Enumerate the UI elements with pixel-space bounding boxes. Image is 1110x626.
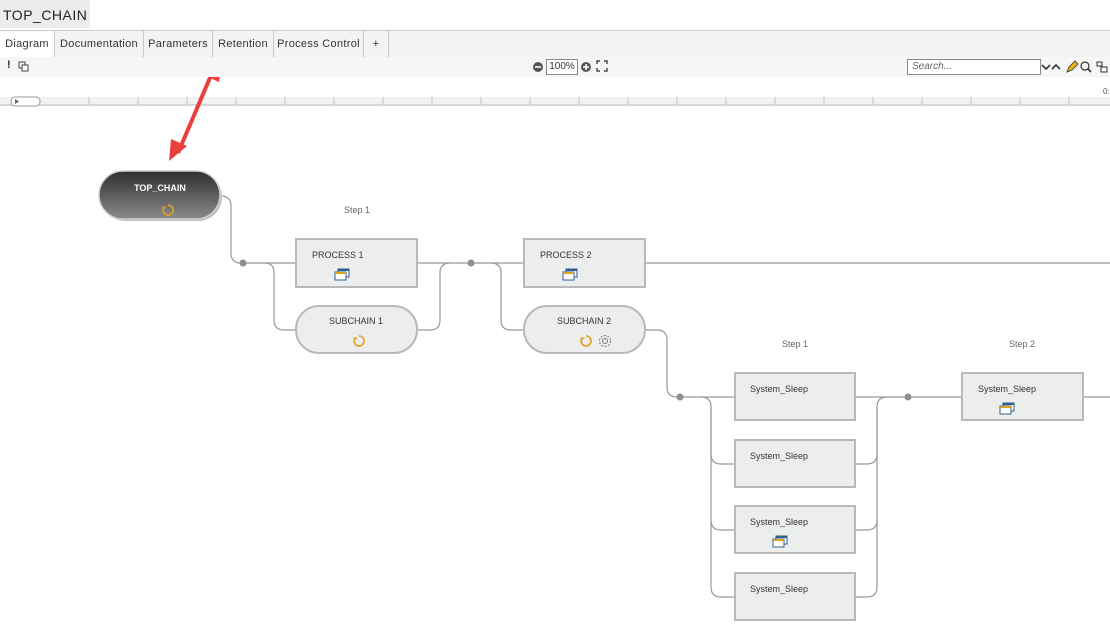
system-sleep-node[interactable]: System_Sleep — [734, 372, 856, 421]
fit-screen-icon[interactable] — [596, 60, 608, 72]
svg-text:System_Sleep: System_Sleep — [750, 451, 808, 461]
diagram-toolbar: ! 100% Search... — [0, 57, 1110, 77]
gear-icon — [599, 335, 611, 347]
svg-text:SUBCHAIN 1: SUBCHAIN 1 — [329, 316, 383, 326]
chain-icon — [162, 204, 174, 216]
svg-text:SUBCHAIN 2: SUBCHAIN 2 — [557, 316, 611, 326]
toolbar-right-icons — [1041, 60, 1108, 73]
copy-icon[interactable] — [18, 61, 30, 73]
subchain-2-node[interactable]: SUBCHAIN 2 — [523, 305, 646, 354]
svg-text:PROCESS 1: PROCESS 1 — [312, 250, 364, 260]
zoom-in-icon[interactable] — [580, 61, 592, 73]
step-label: Step 1 — [782, 339, 808, 349]
svg-text:PROCESS 2: PROCESS 2 — [540, 250, 592, 260]
step-label: Step 2 — [1009, 339, 1035, 349]
chain-icon — [353, 335, 365, 347]
svg-text:System_Sleep: System_Sleep — [750, 384, 808, 394]
tab-parameters[interactable]: Parameters — [144, 31, 213, 57]
search-input[interactable]: Search... — [907, 59, 1041, 75]
tab-process-control[interactable]: Process Control — [274, 31, 364, 57]
timeline-ruler[interactable] — [0, 96, 1110, 107]
tab-documentation[interactable]: Documentation — [55, 31, 144, 57]
layout-icon — [1100, 66, 1108, 73]
window-icon — [772, 535, 788, 548]
add-tab-button[interactable]: + — [364, 31, 389, 57]
window-icon — [562, 268, 578, 281]
tab-retention[interactable]: Retention — [213, 31, 274, 57]
system-sleep-node[interactable]: System_Sleep — [961, 372, 1084, 421]
connector-dots — [239, 259, 912, 401]
alert-icon[interactable]: ! — [7, 59, 11, 71]
chevron-down-icon — [1041, 64, 1051, 71]
timeline-end-label: 0: — [1103, 87, 1110, 96]
svg-text:TOP_CHAIN: TOP_CHAIN — [134, 183, 186, 193]
step-label: Step 1 — [344, 205, 370, 215]
window-icon — [334, 268, 350, 281]
highlight-icon — [1066, 60, 1079, 73]
chevron-up-icon — [1051, 63, 1061, 70]
chain-icon — [580, 335, 592, 347]
annotation-double-arrow — [169, 77, 220, 161]
zoom-out-icon[interactable] — [532, 61, 544, 73]
zoom-level-input[interactable]: 100% — [546, 59, 578, 75]
system-sleep-node[interactable]: System_Sleep — [734, 572, 856, 621]
subchain-1-node[interactable]: SUBCHAIN 1 — [295, 305, 418, 354]
svg-text:System_Sleep: System_Sleep — [750, 584, 808, 594]
window-icon — [999, 402, 1015, 415]
tab-diagram[interactable]: Diagram — [0, 31, 55, 58]
tab-bar: Diagram Documentation Parameters Retenti… — [0, 30, 1110, 58]
process-2-node[interactable]: PROCESS 2 — [523, 238, 646, 288]
window-title: TOP_CHAIN — [0, 0, 91, 28]
svg-text:System_Sleep: System_Sleep — [978, 384, 1036, 394]
svg-text:System_Sleep: System_Sleep — [750, 517, 808, 527]
timeline-play-button — [10, 96, 41, 107]
system-sleep-node[interactable]: System_Sleep — [734, 439, 856, 488]
top-chain-root-node[interactable]: TOP_CHAIN — [98, 170, 222, 221]
diagram-canvas: 0: Step 1 Step 1 Step 2 TOP_CHAIN — [0, 77, 1110, 621]
system-sleep-node[interactable]: System_Sleep — [734, 505, 856, 554]
process-1-node[interactable]: PROCESS 1 — [295, 238, 418, 288]
zoom-selection-icon — [1080, 61, 1090, 71]
